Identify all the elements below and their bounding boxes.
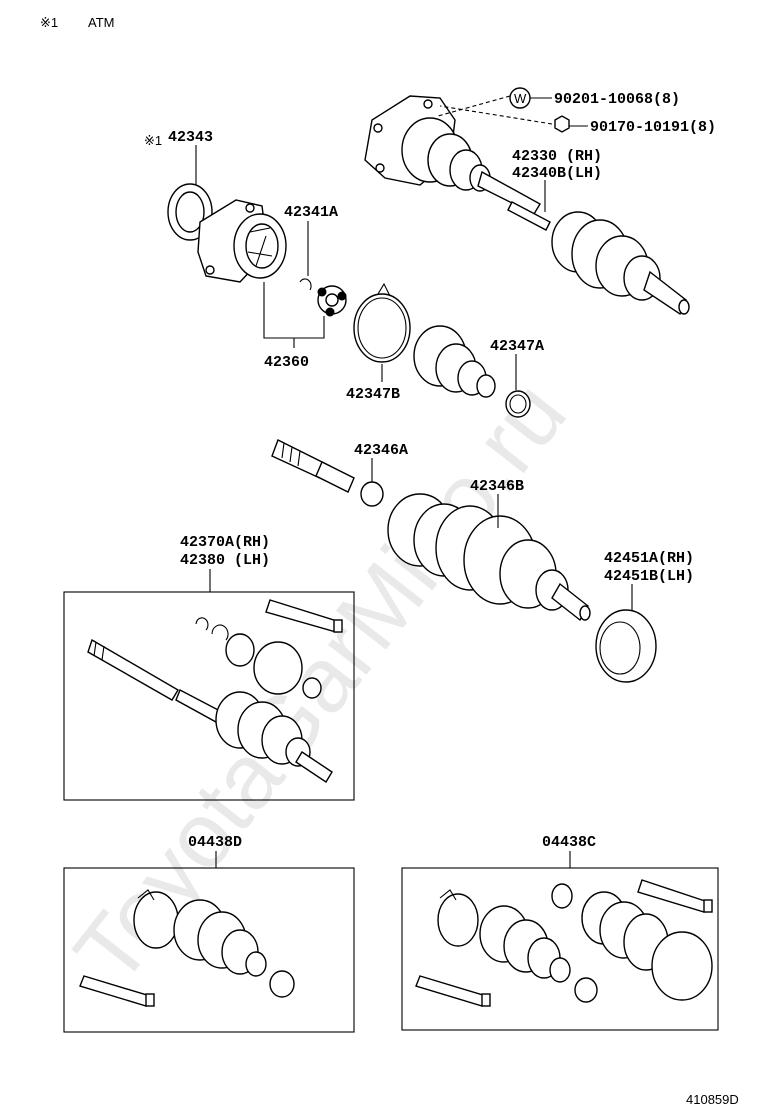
tulip-housing-42360 [197,199,287,283]
label-42370A: 42370A(RH) [180,534,270,551]
kit-04438D-contents [79,889,295,1007]
kit-box-04438D [63,867,355,1033]
label-42451A: 42451A(RH) [604,550,694,567]
header-note: ATM [88,15,114,30]
label-42330: 42330 (RH) [512,148,602,165]
boot-clamp-42347B [353,293,411,363]
label-42341A: 42341A [284,204,338,221]
label-42380: 42380 (LH) [180,552,270,569]
label-42360: 42360 [264,354,309,371]
snap-ring-icon [299,278,312,291]
label-42343: 42343 [168,129,213,146]
diagram-code: 410859D [686,1092,739,1107]
label-42346A: 42346A [354,442,408,459]
label-42346B: 42346B [470,478,524,495]
label-04438D: 04438D [188,834,242,851]
dust-deflector-42451 [595,609,657,683]
label-04438C: 04438C [542,834,596,851]
kit-box-42370A [63,591,355,801]
label-42451B: 42451B(LH) [604,568,694,585]
drive-shaft-outer-assembly [364,95,690,316]
label-nut: 90170-10191(8) [590,119,716,136]
kit-box-04438C [401,867,719,1031]
kit-04438C-contents [415,879,713,1007]
label-42340B: 42340B(LH) [512,165,602,182]
kit-42370A-contents [87,599,343,783]
label-42347A: 42347A [490,338,544,355]
inner-drive-shaft [271,439,591,622]
nut-icon [554,115,570,133]
header-mark: ※1 [40,15,58,30]
label-42343-mark: ※1 [144,133,162,148]
w-mark: W [514,91,527,106]
label-42347B: 42347B [346,386,400,403]
boot-42347 [413,325,496,398]
label-bolt: 90201-10068(8) [554,91,680,108]
